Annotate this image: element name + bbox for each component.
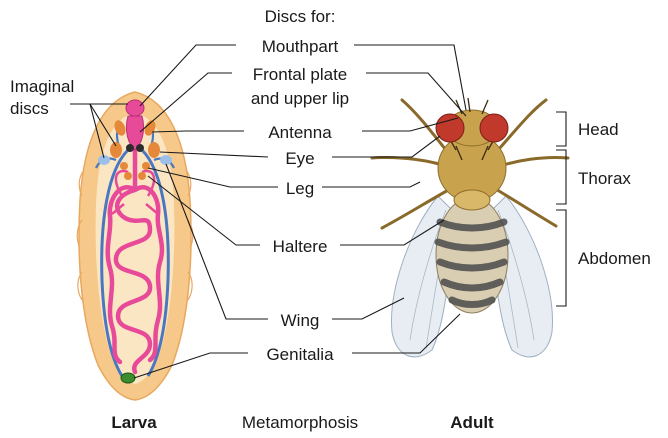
- caption-larva: Larva: [111, 413, 157, 432]
- label-antenna: Antenna: [268, 123, 332, 142]
- fly-abdomen: [436, 197, 508, 313]
- bracket-head: [556, 112, 566, 146]
- leader-mouthpart-right: [354, 45, 466, 110]
- caption-metamorphosis: Metamorphosis: [242, 413, 358, 432]
- larva-eye-disc-left: [110, 142, 122, 158]
- leader-antenna-left: [152, 131, 244, 132]
- label-abdomen: Abdomen: [578, 249, 651, 268]
- larva-brain-left: [126, 144, 134, 152]
- larva-leg-disc-2: [142, 162, 150, 170]
- discs-for-heading: Discs for:: [265, 7, 336, 26]
- larva-leg-disc-4: [138, 172, 146, 180]
- label-genitalia: Genitalia: [266, 345, 334, 364]
- larva-eye-disc-right: [148, 142, 160, 158]
- larva-leg-disc-1: [120, 162, 128, 170]
- fly-eye-right: [480, 114, 508, 142]
- leader-eye-right: [332, 136, 440, 157]
- larva-mouthpart-disc: [126, 100, 144, 116]
- larva-brain-right: [136, 144, 144, 152]
- label-thorax: Thorax: [578, 169, 631, 188]
- label-frontal-plate-line2: and upper lip: [251, 89, 349, 108]
- larva-genital-disc: [121, 373, 135, 383]
- label-haltere: Haltere: [273, 237, 328, 256]
- label-head: Head: [578, 120, 619, 139]
- label-mouthpart: Mouthpart: [262, 37, 339, 56]
- leader-mouthpart-left: [140, 45, 236, 106]
- label-frontal-plate-line1: Frontal plate: [253, 65, 348, 84]
- fly-scutellum: [454, 190, 490, 210]
- label-leg: Leg: [286, 179, 314, 198]
- fly-eye-left: [436, 114, 464, 142]
- imaginal-label-line1: Imaginal: [10, 77, 74, 96]
- larva-illustration: [77, 92, 193, 400]
- label-eye: Eye: [285, 149, 314, 168]
- adult-fly-illustration: [372, 98, 568, 357]
- bracket-abdomen: [556, 210, 566, 306]
- larva-wing-disc-right: [160, 155, 172, 165]
- label-wing: Wing: [281, 311, 320, 330]
- larva-leg-disc-3: [124, 172, 132, 180]
- caption-adult: Adult: [450, 413, 494, 432]
- imaginal-label-line2: discs: [10, 99, 49, 118]
- leader-frontal-right: [366, 73, 466, 116]
- leader-leg-right: [322, 182, 420, 187]
